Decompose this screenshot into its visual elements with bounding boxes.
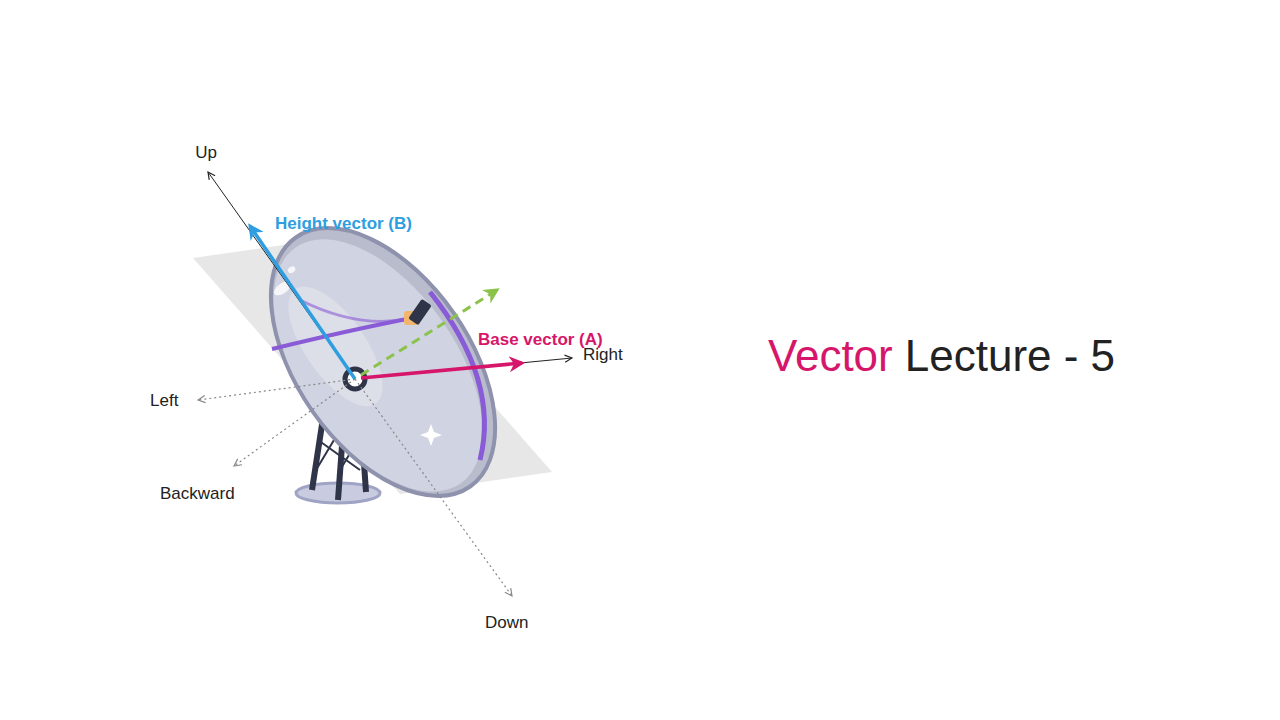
vector-label: Height vector (B) <box>275 214 412 234</box>
direction-label: Right <box>583 345 623 365</box>
title-word: Vector <box>768 330 893 383</box>
normal-vector <box>361 290 497 375</box>
direction-lines <box>198 172 572 596</box>
title-word: Lecture - 5 <box>905 330 1115 383</box>
direction-label: Up <box>195 143 217 163</box>
height-vector <box>250 226 355 379</box>
direction-label: Backward <box>160 484 235 504</box>
dish-reflector <box>225 188 540 536</box>
base-vector <box>361 363 522 378</box>
direction-label: Down <box>485 613 528 633</box>
direction-label: Left <box>150 391 178 411</box>
